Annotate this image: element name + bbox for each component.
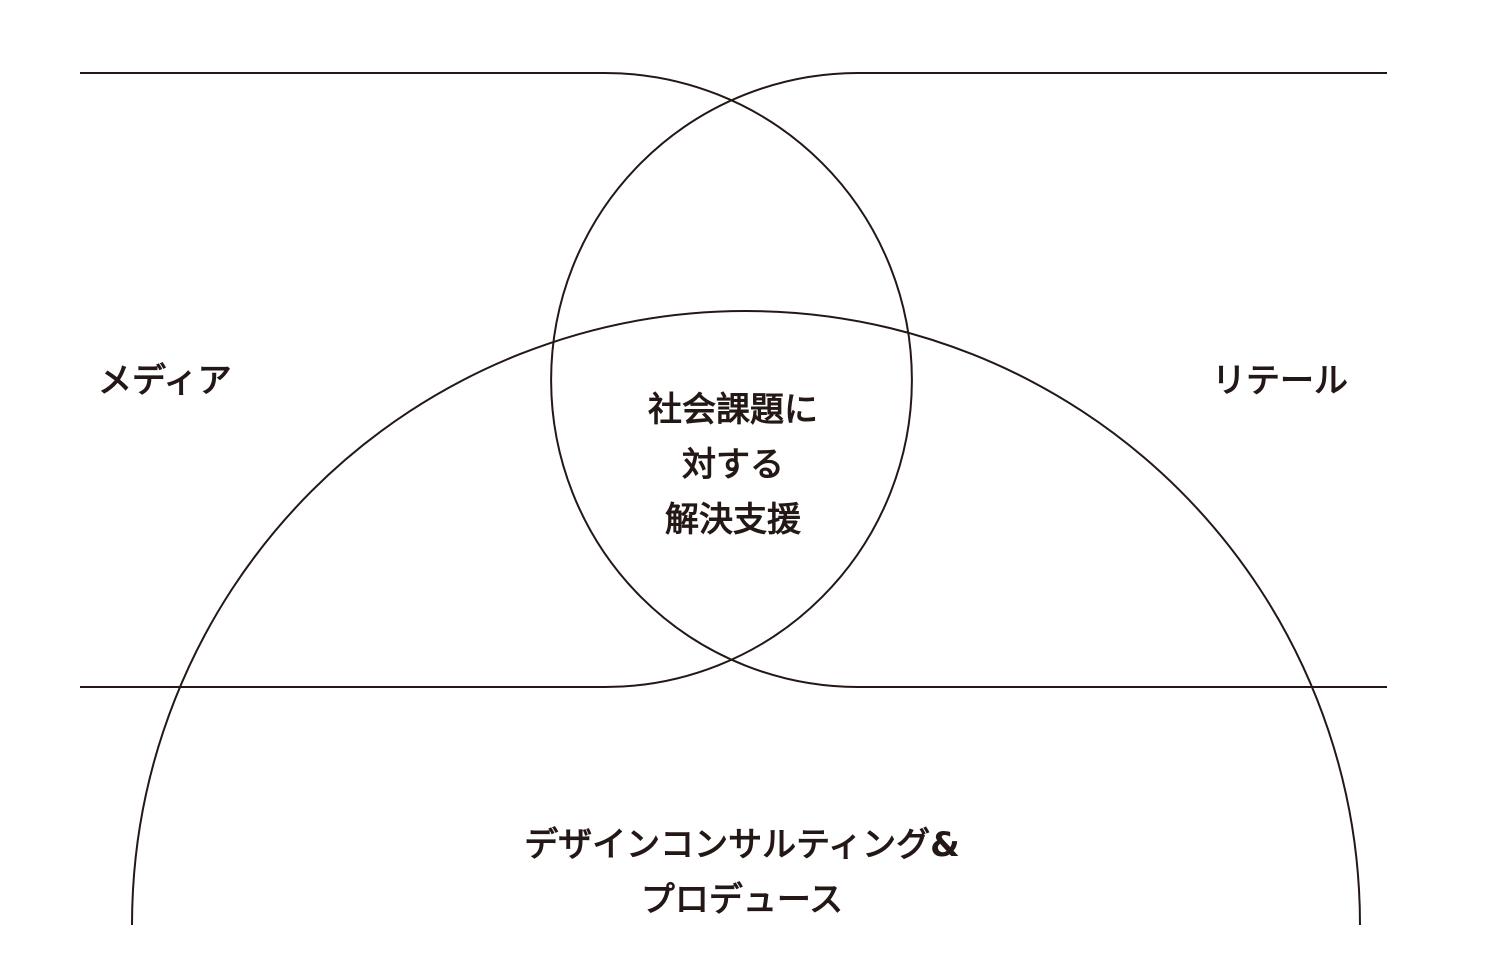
center-label: 社会課題に 対する 解決支援 — [583, 383, 883, 548]
consulting-line-1: デザインコンサルティング& — [524, 825, 960, 865]
center-line-1: 社会課題に — [648, 390, 818, 430]
media-shape — [80, 72, 913, 688]
retail-shape — [550, 72, 1387, 688]
consulting-arc — [131, 310, 1361, 926]
consulting-label: デザインコンサルティング& プロデュース — [442, 818, 1042, 928]
media-label: メディア — [98, 361, 232, 401]
center-line-2: 対する — [682, 445, 784, 485]
consulting-line-2: プロデュース — [640, 880, 844, 920]
center-line-3: 解決支援 — [665, 500, 801, 540]
retail-label: リテール — [1212, 361, 1348, 401]
